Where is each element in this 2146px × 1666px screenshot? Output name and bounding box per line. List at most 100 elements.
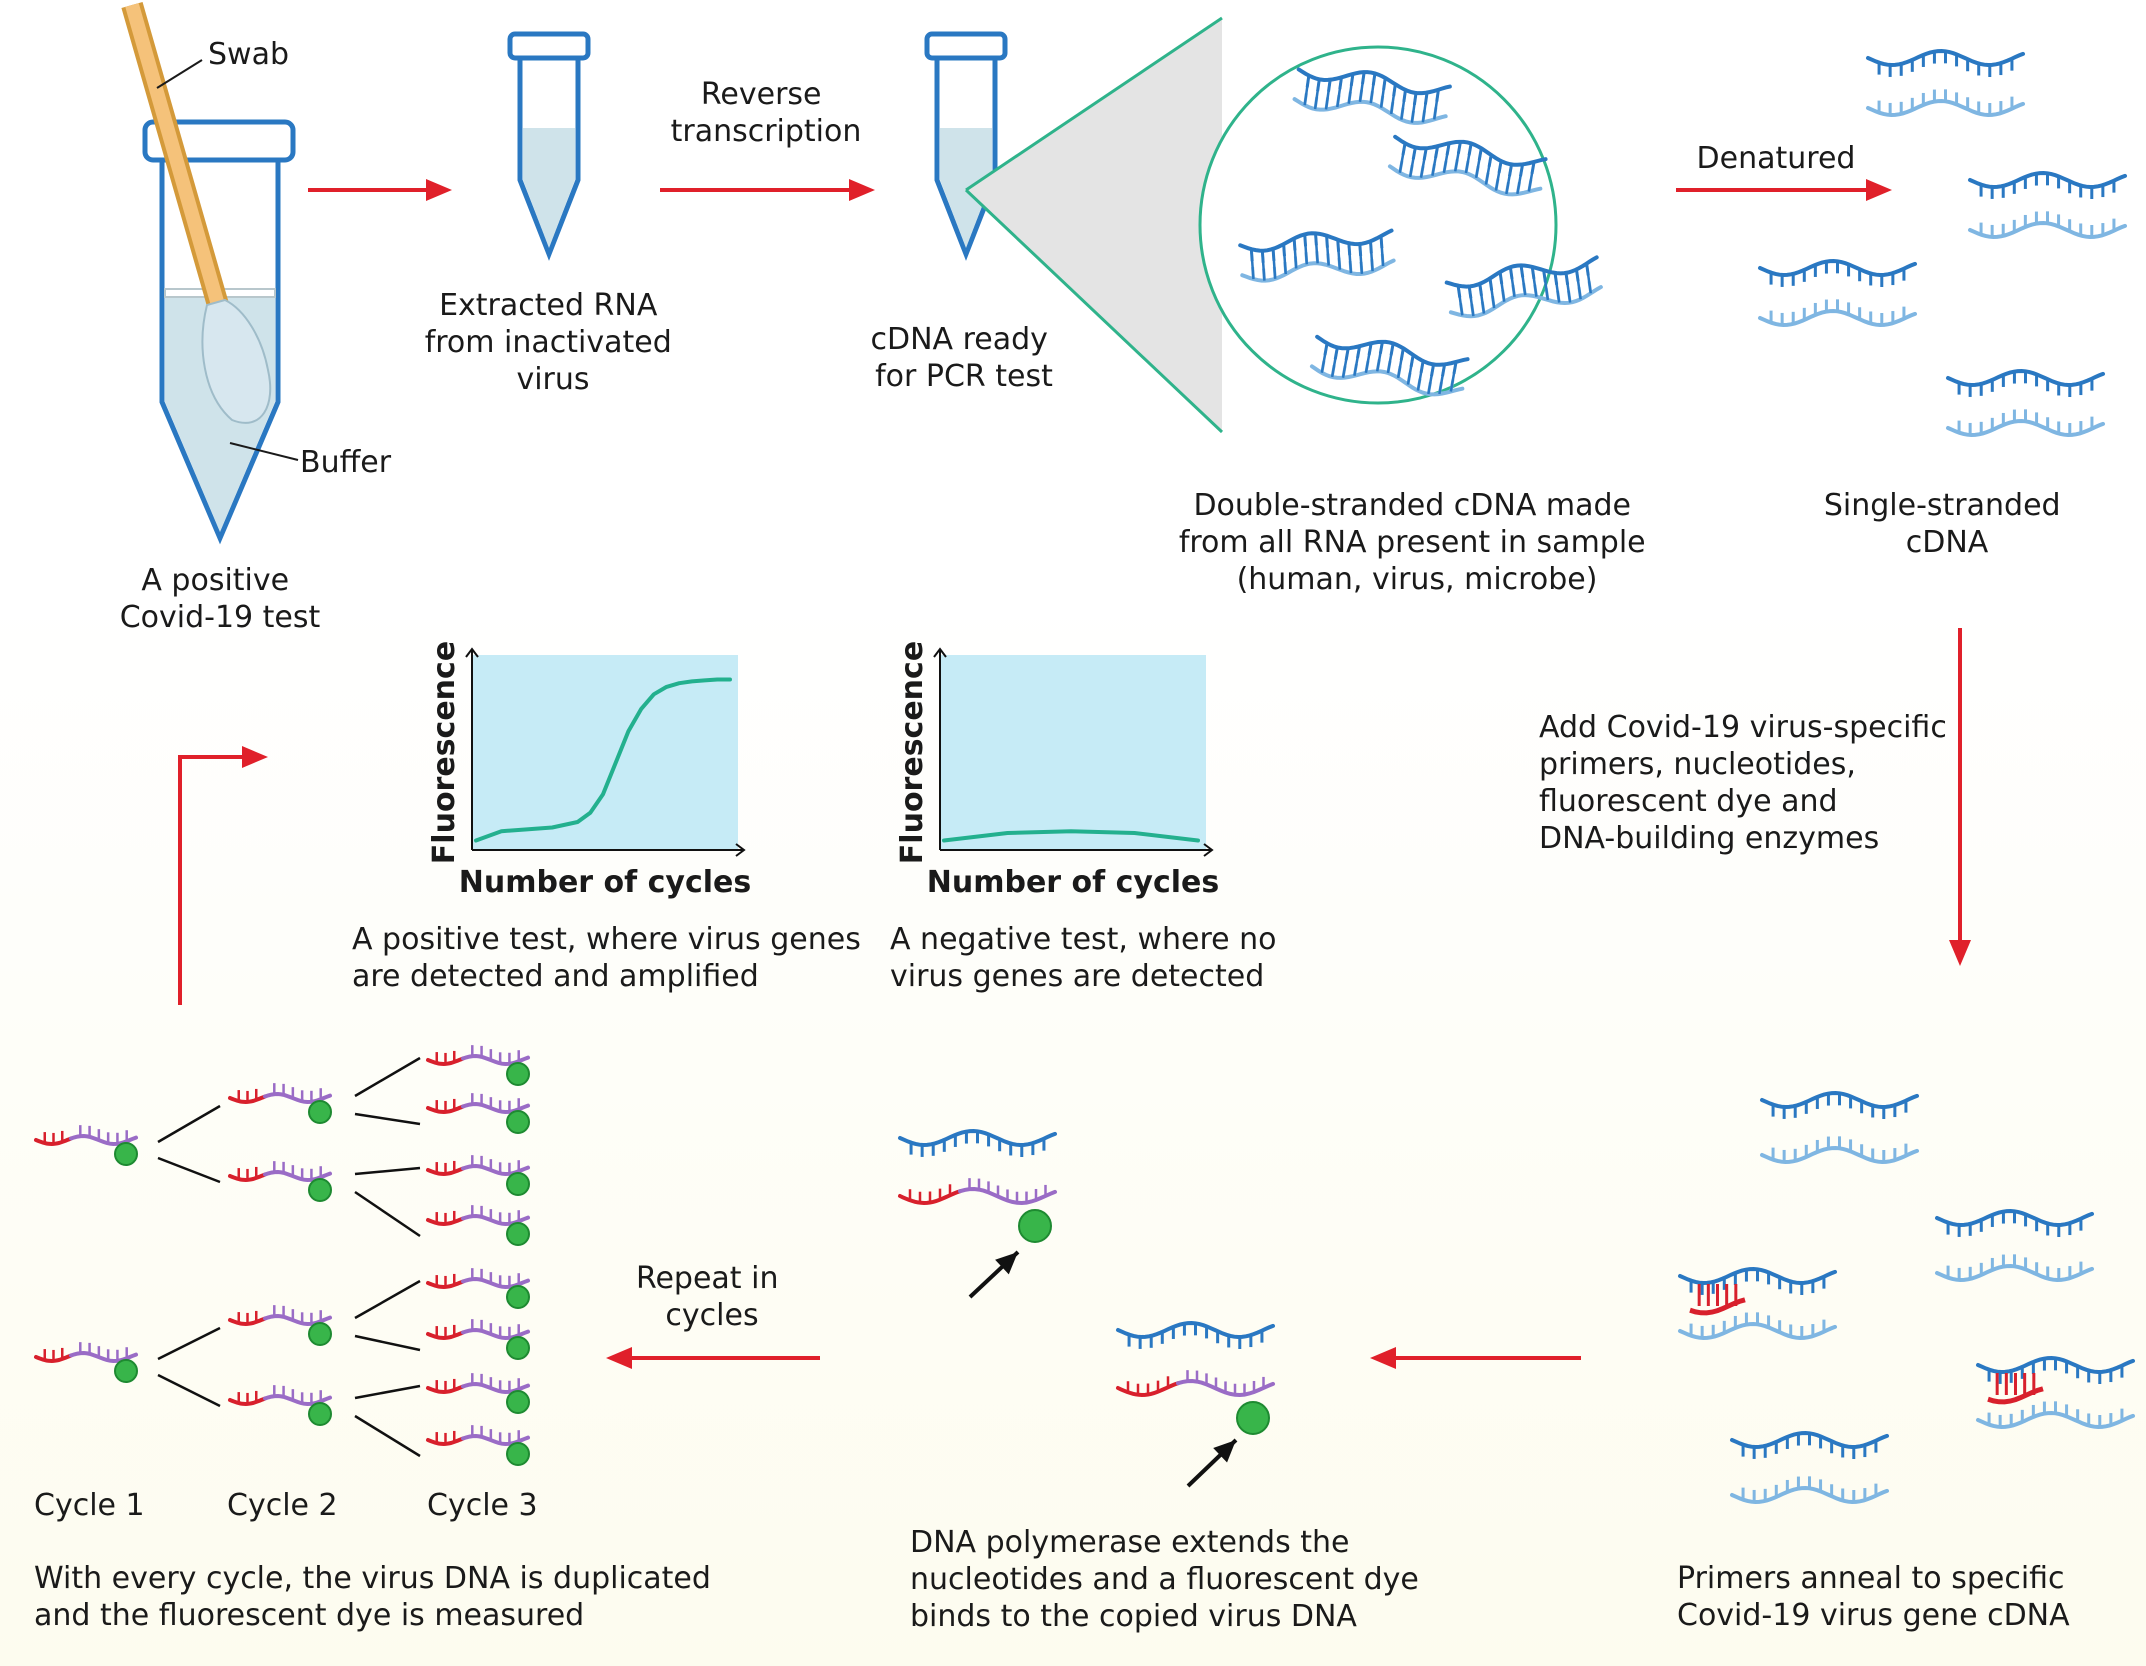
buffer-pointer [229,442,299,461]
mini-dye [506,1442,530,1466]
mini-dye [506,1285,530,1309]
template-strand [1116,1320,1275,1349]
mini-dye [308,1178,332,1202]
single-strand-light-4 [1946,409,2105,438]
branch-line [157,1104,221,1144]
double-strand-3 [1238,228,1396,283]
copied-strand [898,1178,1057,1206]
double-strand-1 [1292,67,1452,125]
cycle2-strand-3 [228,1305,332,1346]
primer-4 [1987,1373,2044,1405]
magnifier [964,16,1558,434]
add-reagents-label: Add Covid-19 virus-specific primers, nuc… [1539,710,1956,856]
y-axis-arrowhead [933,647,947,658]
arrow-repeat [606,1347,820,1369]
mini-dye [506,1062,530,1086]
arrow-rna-to-cdna [660,179,875,201]
branch-line [354,1334,421,1352]
branch-line [354,1190,421,1238]
cycle3-strand-5 [426,1268,530,1309]
double-strand-4 [1444,255,1603,319]
mini-strand [228,1305,332,1327]
fluorescence-curve [942,829,1200,843]
plot-area [472,655,738,850]
extracted-rna-label: Extracted RNA from inactivated virus [425,288,682,397]
mini-strand [426,1045,530,1067]
cycle3-strand-4 [426,1205,530,1246]
branch-line [354,1279,421,1320]
polymerase-unit-1 [898,1128,1057,1299]
anneal-strand-dark-3 [1678,1266,1837,1295]
branch-line [157,1156,221,1184]
anneal-strand-light-4 [1976,1401,2135,1430]
double-strand-2 [1387,134,1548,197]
branch-line [354,1112,421,1126]
mini-dye [506,1172,530,1196]
every-cycle-label: With every cycle, the virus DNA is dupli… [34,1561,720,1633]
single-strand-light-2 [1968,211,2127,240]
primers-anneal-label: Primers anneal to specific Covid-19 viru… [1677,1561,2074,1633]
mini-dye [308,1100,332,1124]
mini-dye [506,1390,530,1414]
single-stranded-cdna-group [1758,48,2127,438]
positive-covid-test-label: A positive Covid-19 test [120,563,321,635]
mini-strand [426,1268,530,1290]
x-axis-arrowhead [1203,843,1214,857]
single-strand-dark-2 [1968,170,2127,199]
repeat-cycles-label: Repeat in cycles [636,1261,788,1333]
cycle3-strand-3 [426,1155,530,1196]
arrow-anneal-to-polymerase [1370,1347,1581,1369]
x-axis-label: Number of cycles [927,865,1220,900]
mini-dye [308,1402,332,1426]
mini-strand [34,1125,138,1147]
plot-area [940,655,1206,850]
x-axis-arrowhead [735,843,746,857]
mini-dye [308,1322,332,1346]
cycle3-strand-2 [426,1093,530,1134]
double-stranded-label: Double-stranded cDNA made from all RNA p… [1179,488,1655,597]
polymerase-extension-group [898,1128,1275,1488]
cycle3-strand-6 [426,1319,530,1360]
mini-strand [426,1093,530,1115]
mini-dye [114,1142,138,1166]
arrow-to-results [178,746,268,1005]
anneal-strand-light-1 [1760,1136,1919,1165]
y-axis-label: Fluorescence [895,641,930,864]
y-axis-label: Fluorescence [427,641,462,864]
negative-result-caption: A negative test, where no virus genes ar… [890,922,1286,994]
mini-strand [228,1161,332,1183]
polymerase-unit-2 [1116,1320,1275,1488]
mini-dye [506,1110,530,1134]
fluorescence-curve [474,677,732,843]
anneal-strand-dark-4 [1976,1355,2135,1384]
cycle-amplification-group [34,1045,530,1466]
pointer-arrow [1186,1438,1238,1488]
cycle-2-label: Cycle 2 [227,1488,338,1523]
branch-line [157,1373,221,1408]
copied-strand [1116,1370,1275,1398]
y-axis-arrowhead [465,647,479,658]
anneal-strand-dark-1 [1760,1090,1919,1119]
template-strand [898,1128,1057,1157]
polymerase-label: DNA polymerase extends the nucleotides a… [910,1525,1428,1634]
mini-dye [114,1359,138,1383]
single-strand-light-1 [1866,89,2025,118]
branch-line [354,1166,421,1176]
sample-tube [121,1,296,545]
mini-strand [426,1319,530,1341]
swab-label: Swab [208,37,289,72]
single-stranded-label: Single-stranded cDNA [1824,488,2070,560]
mini-strand [426,1155,530,1177]
single-strand-light-3 [1758,299,1917,328]
cycle1-strand-1 [34,1125,138,1166]
pointer-arrow [968,1250,1020,1299]
mini-dye [506,1336,530,1360]
primer-3 [1689,1284,1746,1316]
double-stranded-cdna-group [1238,67,1603,397]
mini-strand [426,1373,530,1395]
cycle3-strand-7 [426,1373,530,1414]
branch-line [354,1414,421,1458]
